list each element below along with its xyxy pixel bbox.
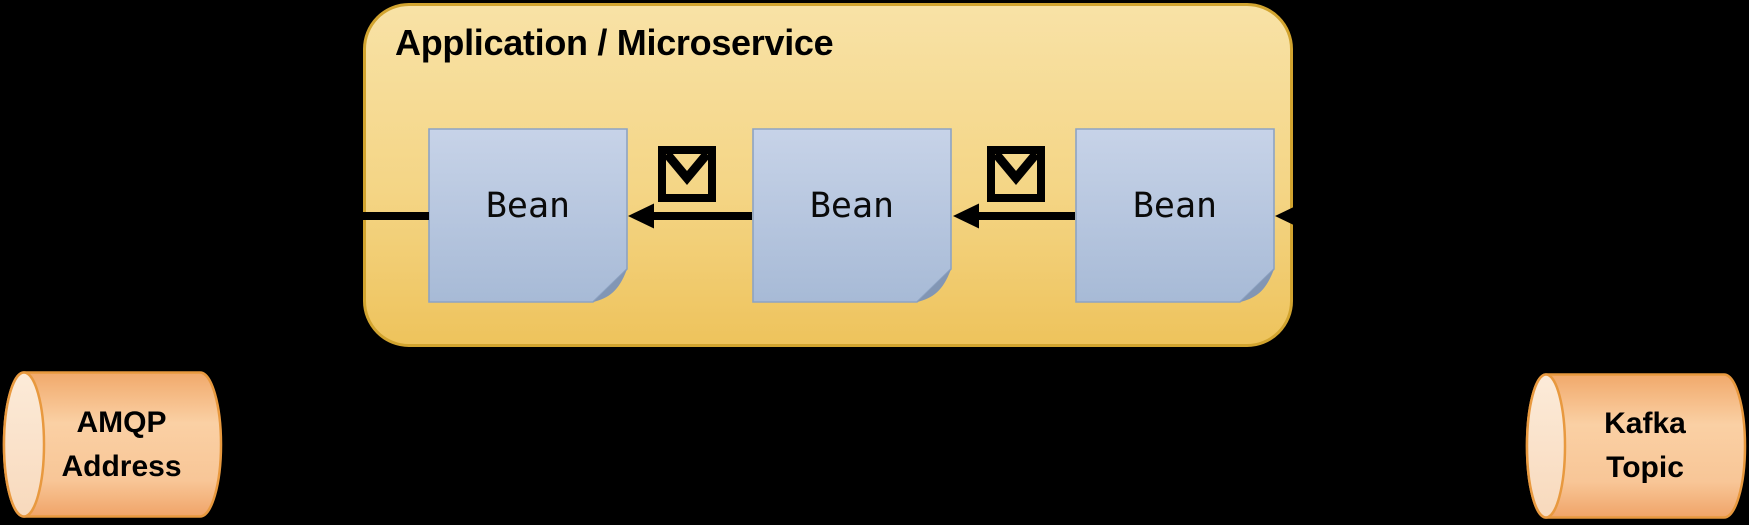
kafka-topic-cylinder: Kafka Topic: [1525, 372, 1747, 520]
amqp-label-line1: AMQP: [76, 405, 167, 439]
folded-note-shape: [752, 128, 952, 303]
application-title: Application / Microservice: [395, 22, 834, 63]
kafka-label-line2: Topic: [1606, 451, 1684, 484]
amqp-address-cylinder: AMQP Address: [2, 370, 223, 519]
kafka-label-line1: Kafka: [1604, 407, 1686, 440]
amqp-address-label: AMQP Address: [2, 370, 223, 519]
kafka-topic-label: Kafka Topic: [1525, 372, 1747, 520]
folded-note-shape: [1075, 128, 1275, 303]
bean-label: Bean: [1132, 185, 1218, 226]
bean-label: Bean: [485, 185, 571, 226]
bean-label: Bean: [809, 185, 895, 226]
bean-node-1: Bean: [428, 128, 628, 303]
cylinder-cap: [1525, 373, 1567, 519]
folded-corner: [917, 269, 951, 302]
bean-node-3: Bean: [1075, 128, 1275, 303]
cylinder-shape: [2, 371, 223, 518]
folded-corner: [1240, 269, 1274, 302]
folded-corner: [593, 269, 627, 302]
cylinder-cap: [2, 371, 46, 518]
bean-node-2: Bean: [752, 128, 952, 303]
amqp-label-line2: Address: [61, 449, 182, 483]
cylinder-shape: [1525, 373, 1747, 519]
folded-note-shape: [428, 128, 628, 303]
